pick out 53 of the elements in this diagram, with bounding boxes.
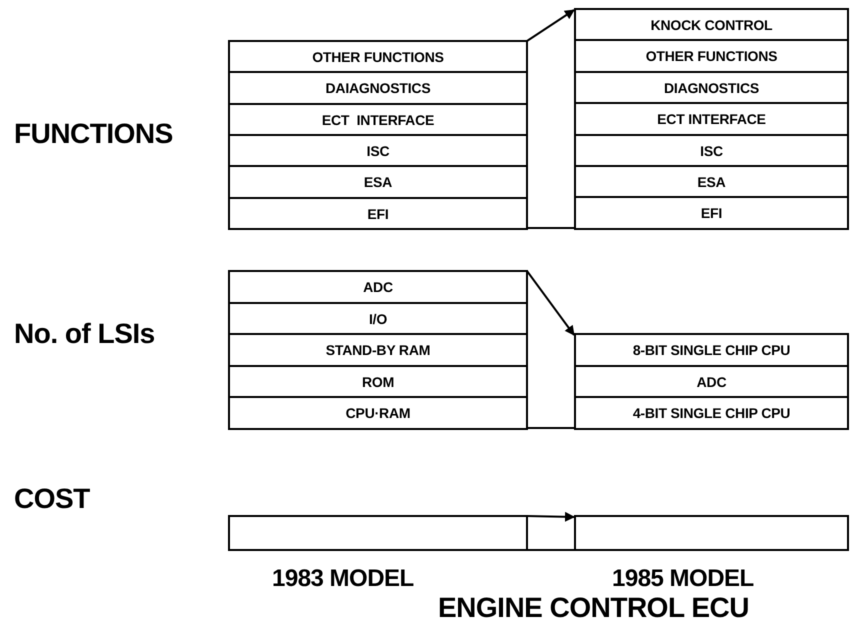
diagram-title: ENGINE CONTROL ECU: [438, 592, 749, 624]
table-row: [228, 270, 528, 304]
row-label: OTHER FUNCTIONS: [646, 48, 778, 64]
row-label: EFI: [700, 205, 722, 221]
row-label: ECT INTERFACE: [322, 112, 434, 128]
arrow: [526, 9, 575, 42]
table-row: [574, 165, 849, 198]
row-heading: No. of LSIs: [14, 318, 155, 350]
row-label: CPU·RAM: [346, 405, 410, 421]
table-row: [228, 103, 528, 136]
table-row: [228, 40, 528, 73]
row-label: ECT INTERFACE: [657, 111, 766, 127]
table-row: [574, 134, 849, 167]
row-label: ISC: [700, 142, 723, 158]
table-row: [574, 102, 849, 136]
row-label: STAND-BY RAM: [326, 342, 430, 358]
row-label: EFI: [367, 206, 389, 222]
table-row: [228, 165, 528, 199]
table-row: [228, 396, 528, 430]
row-heading: COST: [14, 483, 90, 515]
row-label: 4-BIT SINGLE CHIP CPU: [632, 405, 790, 421]
row-label: ESA: [364, 174, 392, 190]
row-label: ADC: [363, 279, 393, 295]
table-row: [574, 71, 849, 104]
row-label: 8-BIT SINGLE CHIP CPU: [632, 342, 790, 358]
table-row: [574, 365, 849, 398]
row-label: OTHER FUNCTIONS: [312, 48, 444, 64]
arrow: [526, 512, 575, 522]
row-label: I/O: [368, 310, 388, 326]
arrow: [526, 270, 575, 336]
column-heading: 1983 MODEL: [272, 565, 414, 593]
table-row: [574, 39, 849, 73]
row-label: ISC: [366, 142, 390, 158]
cost-bar: [228, 515, 528, 551]
row-label: ROM: [362, 374, 394, 390]
table-row: [228, 71, 528, 105]
table-row: [574, 333, 849, 367]
row-label: DIAGNOSTICS: [664, 80, 760, 96]
table-row: [574, 396, 849, 430]
cost-bar: [574, 515, 849, 551]
table-row: [574, 8, 849, 41]
table-row: [228, 134, 528, 167]
row-label: DAIAGNOSTICS: [326, 80, 430, 96]
table-row: [228, 365, 528, 398]
column-heading: 1985 MODEL: [612, 565, 754, 593]
row-label: ESA: [697, 174, 726, 190]
table-row: [228, 333, 528, 367]
row-label: KNOCK CONTROL: [650, 16, 772, 32]
row-heading: FUNCTIONS: [14, 118, 173, 150]
table-row: [228, 197, 528, 230]
row-label: ADC: [696, 374, 726, 390]
table-row: [574, 196, 849, 230]
table-row: [228, 302, 528, 335]
